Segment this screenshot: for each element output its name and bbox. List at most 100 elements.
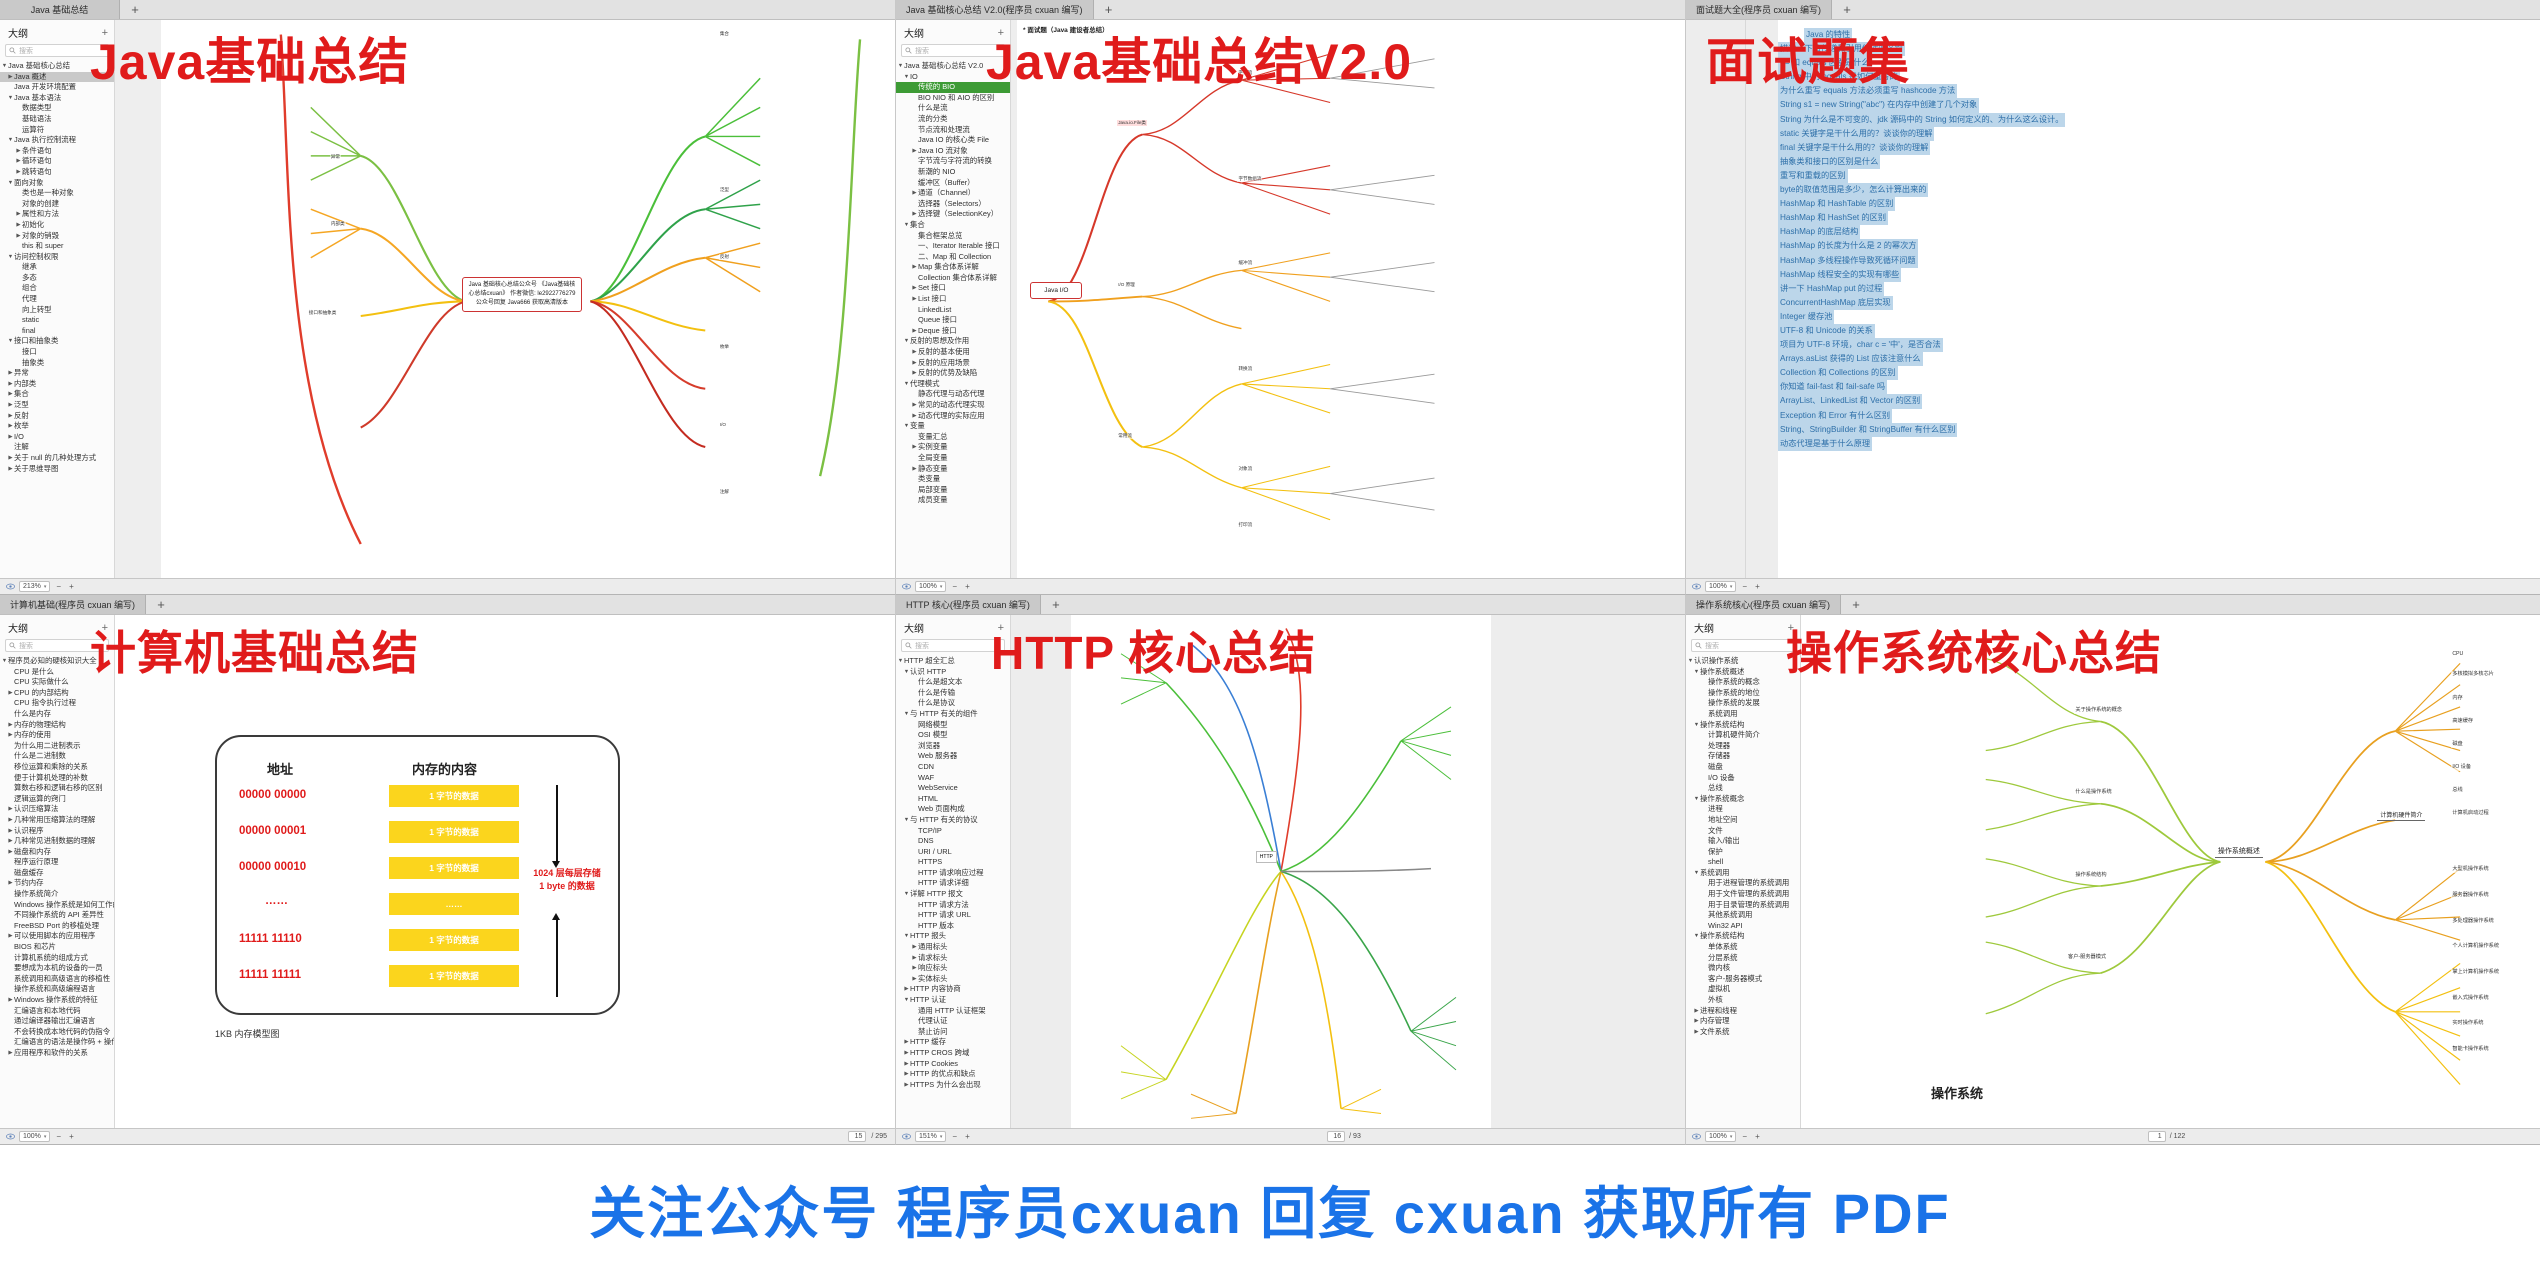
chevron-down-icon[interactable]: ▼ xyxy=(903,423,910,430)
outline-item[interactable]: ▶为什么用二进制表示 xyxy=(0,741,114,752)
chevron-right-icon[interactable]: ▶ xyxy=(912,264,917,271)
document-canvas[interactable]: * 面试题（Java 建设者总结） xyxy=(1011,20,1685,578)
chevron-right-icon[interactable]: ▶ xyxy=(16,168,21,175)
outline-item[interactable]: ▶磁盘缓存 xyxy=(0,868,114,879)
chevron-right-icon[interactable]: ▶ xyxy=(8,402,13,408)
outline-item[interactable]: ▶操作系统简介 xyxy=(0,889,114,900)
question-row[interactable]: final 关键字是干什么用的？谈谈你的理解 xyxy=(1778,137,2540,155)
chevron-right-icon[interactable]: ▶ xyxy=(912,211,917,218)
search-input[interactable]: 搜索 xyxy=(901,44,1005,57)
outline-item[interactable]: ▶I/O xyxy=(0,432,114,443)
chevron-down-icon[interactable]: ▼ xyxy=(7,253,14,260)
outline-item[interactable]: ▶HTTP 请求方法 xyxy=(896,900,1010,911)
chevron-right-icon[interactable]: ▶ xyxy=(1694,1007,1699,1014)
outline-item[interactable]: ▶几种常用压缩算法的理解 xyxy=(0,815,114,826)
outline-item[interactable]: ▶什么是传输 xyxy=(896,688,1010,699)
zoom-control[interactable]: 100% ▾ xyxy=(19,1131,51,1142)
chevron-right-icon[interactable]: ▶ xyxy=(8,721,13,728)
outline-item[interactable]: ▶不会转换成本地代码的伪指令 xyxy=(0,1027,114,1038)
outline-item[interactable]: ▼HTTP 认证 xyxy=(896,995,1010,1006)
chevron-right-icon[interactable]: ▶ xyxy=(904,1081,909,1088)
outline-item[interactable]: ▶其他系统调用 xyxy=(1686,910,1800,921)
question-row[interactable]: HashMap 线程安全的实现有哪些 xyxy=(1778,264,2540,282)
outline-item[interactable]: ▼反射的思想及作用 xyxy=(896,336,1010,347)
outline-item[interactable]: ▶Java IO 的核心类 File xyxy=(896,135,1010,146)
question-row[interactable]: String 中的 equals 是如何重写的 xyxy=(1778,66,2540,85)
outline-item[interactable]: ▶通用 HTTP 认证框架 xyxy=(896,1006,1010,1017)
new-tab-button[interactable]: + xyxy=(146,595,177,614)
chevron-down-icon[interactable]: ▼ xyxy=(903,933,910,940)
outline-item[interactable]: ▶Windows 操作系统的特征 xyxy=(0,995,114,1006)
outline-item[interactable]: ▶用于目录管理的系统调用 xyxy=(1686,900,1800,911)
outline-item[interactable]: ▶CPU 是什么 xyxy=(0,667,114,678)
outline-item[interactable]: ▶代理 xyxy=(0,294,114,305)
outline-item[interactable]: ▶Web 服务器 xyxy=(896,751,1010,762)
chevron-down-icon[interactable]: ▼ xyxy=(1,63,8,69)
outline-item[interactable]: ▼操作系统结构 xyxy=(1686,931,1800,942)
outline-item[interactable]: ▶节点流和处理流 xyxy=(896,125,1010,136)
zoom-in-button[interactable]: + xyxy=(965,582,970,591)
document-canvas[interactable]: HTTP xyxy=(1011,615,1685,1128)
outline-item[interactable]: ▶文件系统 xyxy=(1686,1027,1800,1038)
outline-item[interactable]: ▼认识 HTTP xyxy=(896,667,1010,678)
outline-item[interactable]: ▶CPU 实际做什么 xyxy=(0,677,114,688)
outline-item[interactable]: ▶节约内存 xyxy=(0,878,114,889)
chevron-right-icon[interactable]: ▶ xyxy=(904,1071,909,1078)
zoom-control[interactable]: 151% ▾ xyxy=(915,1131,947,1142)
page-number-input[interactable]: 16 xyxy=(1327,1131,1346,1142)
chevron-down-icon[interactable]: ▼ xyxy=(903,668,910,675)
outline-item[interactable]: ▶运算符 xyxy=(0,125,114,136)
chevron-right-icon[interactable]: ▶ xyxy=(904,1039,909,1046)
outline-item[interactable]: ▶成员变量 xyxy=(896,495,1010,506)
outline-item[interactable]: ▶关于 null 的几种处理方式 xyxy=(0,453,114,464)
outline-item[interactable]: ▼IO xyxy=(896,72,1010,83)
question-row[interactable]: ArrayList、LinkedList 和 Vector 的区别 xyxy=(1778,390,2540,409)
outline-item[interactable]: ▶磁盘和内存 xyxy=(0,847,114,858)
outline-item[interactable]: ▼代理模式 xyxy=(896,379,1010,390)
outline-item[interactable]: ▶注解 xyxy=(0,442,114,453)
question-row[interactable]: HashMap 的底层结构 xyxy=(1778,221,2540,240)
outline-item[interactable]: ▼与 HTTP 有关的组件 xyxy=(896,709,1010,720)
chevron-down-icon[interactable]: ▼ xyxy=(7,179,14,186)
chevron-right-icon[interactable]: ▶ xyxy=(912,370,917,377)
chevron-right-icon[interactable]: ▶ xyxy=(16,158,21,165)
eye-icon[interactable] xyxy=(902,1132,911,1141)
chevron-down-icon[interactable]: ▼ xyxy=(7,338,14,345)
question-row[interactable]: 动态代理是基于什么原理 xyxy=(1778,433,2540,451)
zoom-in-button[interactable]: + xyxy=(69,582,74,591)
eye-icon[interactable] xyxy=(902,582,911,591)
outline-item[interactable]: ▶Java 概述 xyxy=(0,71,114,83)
outline-item[interactable]: ▶流的分类 xyxy=(896,114,1010,125)
question-row[interactable]: HashMap 的长度为什么是 2 的幂次方 xyxy=(1778,235,2540,254)
outline-list[interactable]: ▼Java 基础核心总结 V2.0▼IO▶传统的 BIO▶BIO NIO 和 A… xyxy=(896,60,1010,578)
outline-item[interactable]: ▶内部类 xyxy=(0,379,114,390)
outline-item[interactable]: ▶新潮的 NIO xyxy=(896,167,1010,178)
outline-item[interactable]: ▶初始化 xyxy=(0,220,114,231)
chevron-right-icon[interactable]: ▶ xyxy=(912,944,917,951)
outline-item[interactable]: ▶Win32 API xyxy=(1686,921,1800,932)
eye-icon[interactable] xyxy=(1692,582,1701,591)
chevron-right-icon[interactable]: ▶ xyxy=(8,1049,13,1056)
outline-item[interactable]: ▶LinkedList xyxy=(896,305,1010,316)
outline-item[interactable]: ▶CDN xyxy=(896,762,1010,773)
outline-item[interactable]: ▼变量 xyxy=(896,421,1010,432)
question-row[interactable]: String s1 = new String("abc") 在内存中创建了几个对… xyxy=(1778,94,2540,113)
add-outline-button[interactable]: + xyxy=(1787,621,1794,634)
outline-list[interactable]: ▼Java 基础核心总结▶Java 概述▶Java 开发环境配置▼Java 基本… xyxy=(0,60,114,578)
chevron-down-icon[interactable]: ▼ xyxy=(7,137,14,144)
zoom-control[interactable]: 100% ▾ xyxy=(1705,1131,1737,1142)
outline-item[interactable]: ▶操作系统的概念 xyxy=(1686,677,1800,688)
chevron-down-icon[interactable]: ▼ xyxy=(903,221,910,228)
page-number-input[interactable]: 15 xyxy=(848,1131,867,1142)
tab-document[interactable]: HTTP 核心(程序员 cxuan 编写) xyxy=(896,595,1041,614)
chevron-right-icon[interactable]: ▶ xyxy=(8,423,13,430)
outline-item[interactable]: ▶磁盘 xyxy=(1686,762,1800,773)
chevron-right-icon[interactable]: ▶ xyxy=(912,975,917,982)
outline-item[interactable]: ▶Queue 接口 xyxy=(896,315,1010,326)
question-row[interactable]: 你知道 fail-fast 和 fail-safe 吗 xyxy=(1778,376,2540,395)
outline-item[interactable]: ▶HTTP 缓存 xyxy=(896,1037,1010,1048)
chevron-down-icon[interactable]: ▼ xyxy=(7,94,14,101)
outline-item[interactable]: ▶HTTPS xyxy=(896,857,1010,868)
chevron-right-icon[interactable]: ▶ xyxy=(8,73,13,80)
chevron-down-icon[interactable]: ▼ xyxy=(1687,658,1694,664)
